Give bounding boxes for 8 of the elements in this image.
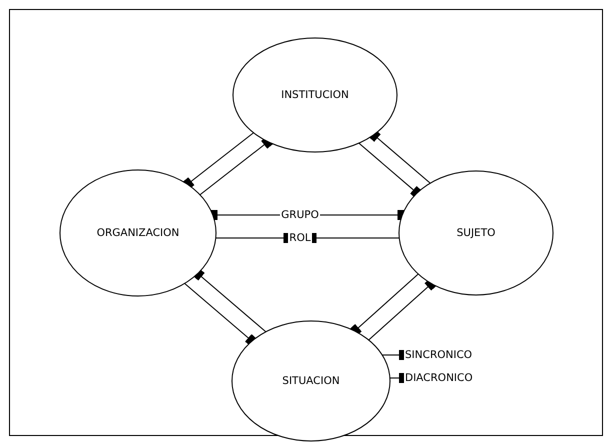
node-label: SUJETO [456,227,496,239]
node-label: ORGANIZACION [96,227,180,239]
node-label: SITUACION [282,375,340,387]
node-label: GRUPO [280,209,320,221]
node-label: INSTITUCION [281,89,349,101]
node-label: SINCRONICO [404,349,474,361]
node-label: ROL [288,232,312,244]
node-label: DIACRONICO [404,372,474,384]
